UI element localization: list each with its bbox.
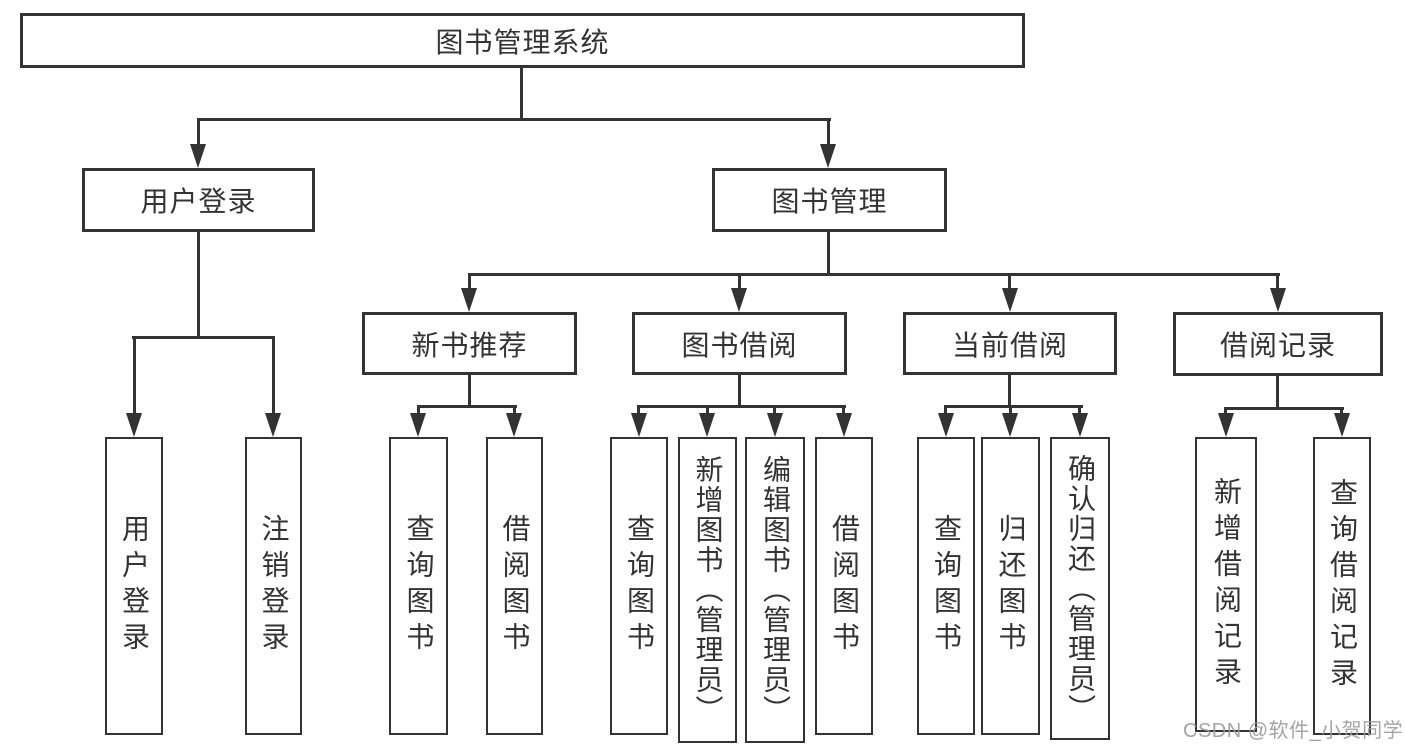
connector-root-stem [520,68,523,121]
connector-to-leaf-bb3 [773,405,776,417]
leaf-cb-query-books-label: 查询图书 [931,514,962,658]
arrowhead-leaf-cb1 [938,413,954,437]
connector-to-new-books [468,273,471,293]
connector-new-books-stem [468,375,471,408]
connector-user-login-rail [132,336,275,339]
connector-root-rail [197,118,831,121]
arrowhead-current-borrow [1002,288,1018,312]
arrowhead-user-login [190,144,206,168]
leaf-bb-query-books: 查询图书 [610,437,668,735]
node-current-borrow: 当前借阅 [903,312,1117,375]
leaf-bb-borrow-books: 借阅图书 [815,437,873,735]
node-book-borrow-label: 图书借阅 [681,329,798,361]
connector-to-current-borrow [1008,273,1011,293]
arrowhead-leaf-bb1 [631,413,647,437]
leaf-br-query-record-label: 查询借阅记录 [1327,478,1358,694]
node-user-login-label: 用户登录 [140,186,257,217]
leaf-cb-confirm-return-admin-label: 确认归还（管理员） [1065,453,1096,724]
arrowhead-leaf-br2 [1334,413,1350,437]
connector-borrow-records-rail [1224,407,1344,410]
node-borrow-records: 借阅记录 [1173,312,1383,376]
connector-to-leaf-bb2 [706,405,709,417]
node-root-label: 图书管理系统 [435,26,610,58]
connector-to-leaf-bb1 [637,405,640,417]
leaf-bb-borrow-books-label: 借阅图书 [829,514,860,658]
node-user-login: 用户登录 [82,168,315,232]
node-current-borrow-label: 当前借阅 [951,329,1068,361]
leaf-br-query-record: 查询借阅记录 [1313,437,1371,735]
leaf-nb-query-books: 查询图书 [389,437,448,735]
connector-to-leaf-cb1 [944,405,947,417]
connector-book-mgmt-rail [468,273,1280,276]
connector-to-book-borrow [738,273,741,293]
connector-user-login-stem [197,232,200,339]
leaf-logout-label: 注销登录 [258,514,290,658]
node-book-mgmt: 图书管理 [712,168,947,232]
connector-to-leaf-cb2 [1009,405,1012,417]
leaf-bb-add-books-admin: 新增图书（管理员） [678,437,737,743]
leaf-nb-borrow-books-label: 借阅图书 [499,514,531,658]
node-root: 图书管理系统 [20,13,1025,68]
leaf-bb-query-books-label: 查询图书 [624,514,655,658]
connector-to-leaf-br2 [1340,407,1343,417]
leaf-bb-edit-books-admin-label: 编辑图书（管理员） [760,455,791,725]
connector-to-leaf-logout [272,336,275,418]
leaf-cb-query-books: 查询图书 [917,437,975,735]
connector-to-leaf-br1 [1224,407,1227,417]
arrowhead-borrow-records [1270,288,1286,312]
arrowhead-new-books [461,288,477,312]
connector-to-leaf-nb2 [513,405,516,417]
node-new-books-label: 新书推荐 [411,329,528,361]
leaf-user-login-label: 用户登录 [119,514,150,658]
connector-borrow-records-stem [1276,375,1279,410]
leaf-cb-confirm-return-admin: 确认归还（管理员） [1050,437,1110,740]
leaf-user-login: 用户登录 [105,437,163,735]
connector-book-mgmt-stem [827,232,830,276]
arrowhead-leaf-cb3 [1072,413,1088,437]
connector-to-borrow-records [1276,273,1279,293]
connector-to-user-login [197,118,200,148]
leaf-nb-query-books-label: 查询图书 [403,514,435,658]
leaf-br-add-record-label: 新增借阅记录 [1211,476,1242,693]
arrowhead-leaf-bb3 [767,413,783,437]
arrowhead-leaf-logout [265,413,281,437]
connector-book-borrow-rail [637,405,846,408]
node-book-mgmt-label: 图书管理 [771,186,888,217]
leaf-cb-return-books-label: 归还图书 [995,514,1027,658]
node-new-books: 新书推荐 [362,312,577,375]
leaf-nb-borrow-books: 借阅图书 [486,437,543,735]
connector-to-leaf-login [133,336,136,418]
connector-new-books-rail [417,405,517,408]
arrowhead-leaf-bb4 [836,413,852,437]
connector-current-borrow-stem [1008,375,1011,408]
leaf-br-add-record: 新增借阅记录 [1195,437,1257,732]
leaf-bb-add-books-admin-label: 新增图书（管理员） [692,455,724,725]
arrowhead-leaf-cb2 [1002,413,1018,437]
connector-current-borrow-rail [944,405,1083,408]
connector-book-borrow-stem [738,375,741,408]
leaf-bb-edit-books-admin: 编辑图书（管理员） [745,437,805,743]
leaf-cb-return-books: 归还图书 [981,437,1040,735]
connector-to-leaf-bb4 [842,405,845,417]
csdn-watermark: CSDN @软件_小贺同学 [1183,720,1404,742]
node-borrow-records-label: 借阅记录 [1219,330,1336,361]
connector-to-leaf-nb1 [417,405,420,417]
arrowhead-leaf-bb2 [699,413,715,437]
leaf-logout: 注销登录 [245,437,302,735]
connector-to-book-mgmt [827,118,830,148]
arrowhead-book-borrow [731,288,747,312]
connector-to-leaf-cb3 [1078,405,1081,417]
arrowhead-leaf-br1 [1218,413,1234,437]
node-book-borrow: 图书借阅 [632,312,847,375]
arrowhead-leaf-nb1 [410,413,426,437]
arrowhead-book-mgmt [820,144,836,168]
arrowhead-leaf-login [126,413,142,437]
arrowhead-leaf-nb2 [506,413,522,437]
